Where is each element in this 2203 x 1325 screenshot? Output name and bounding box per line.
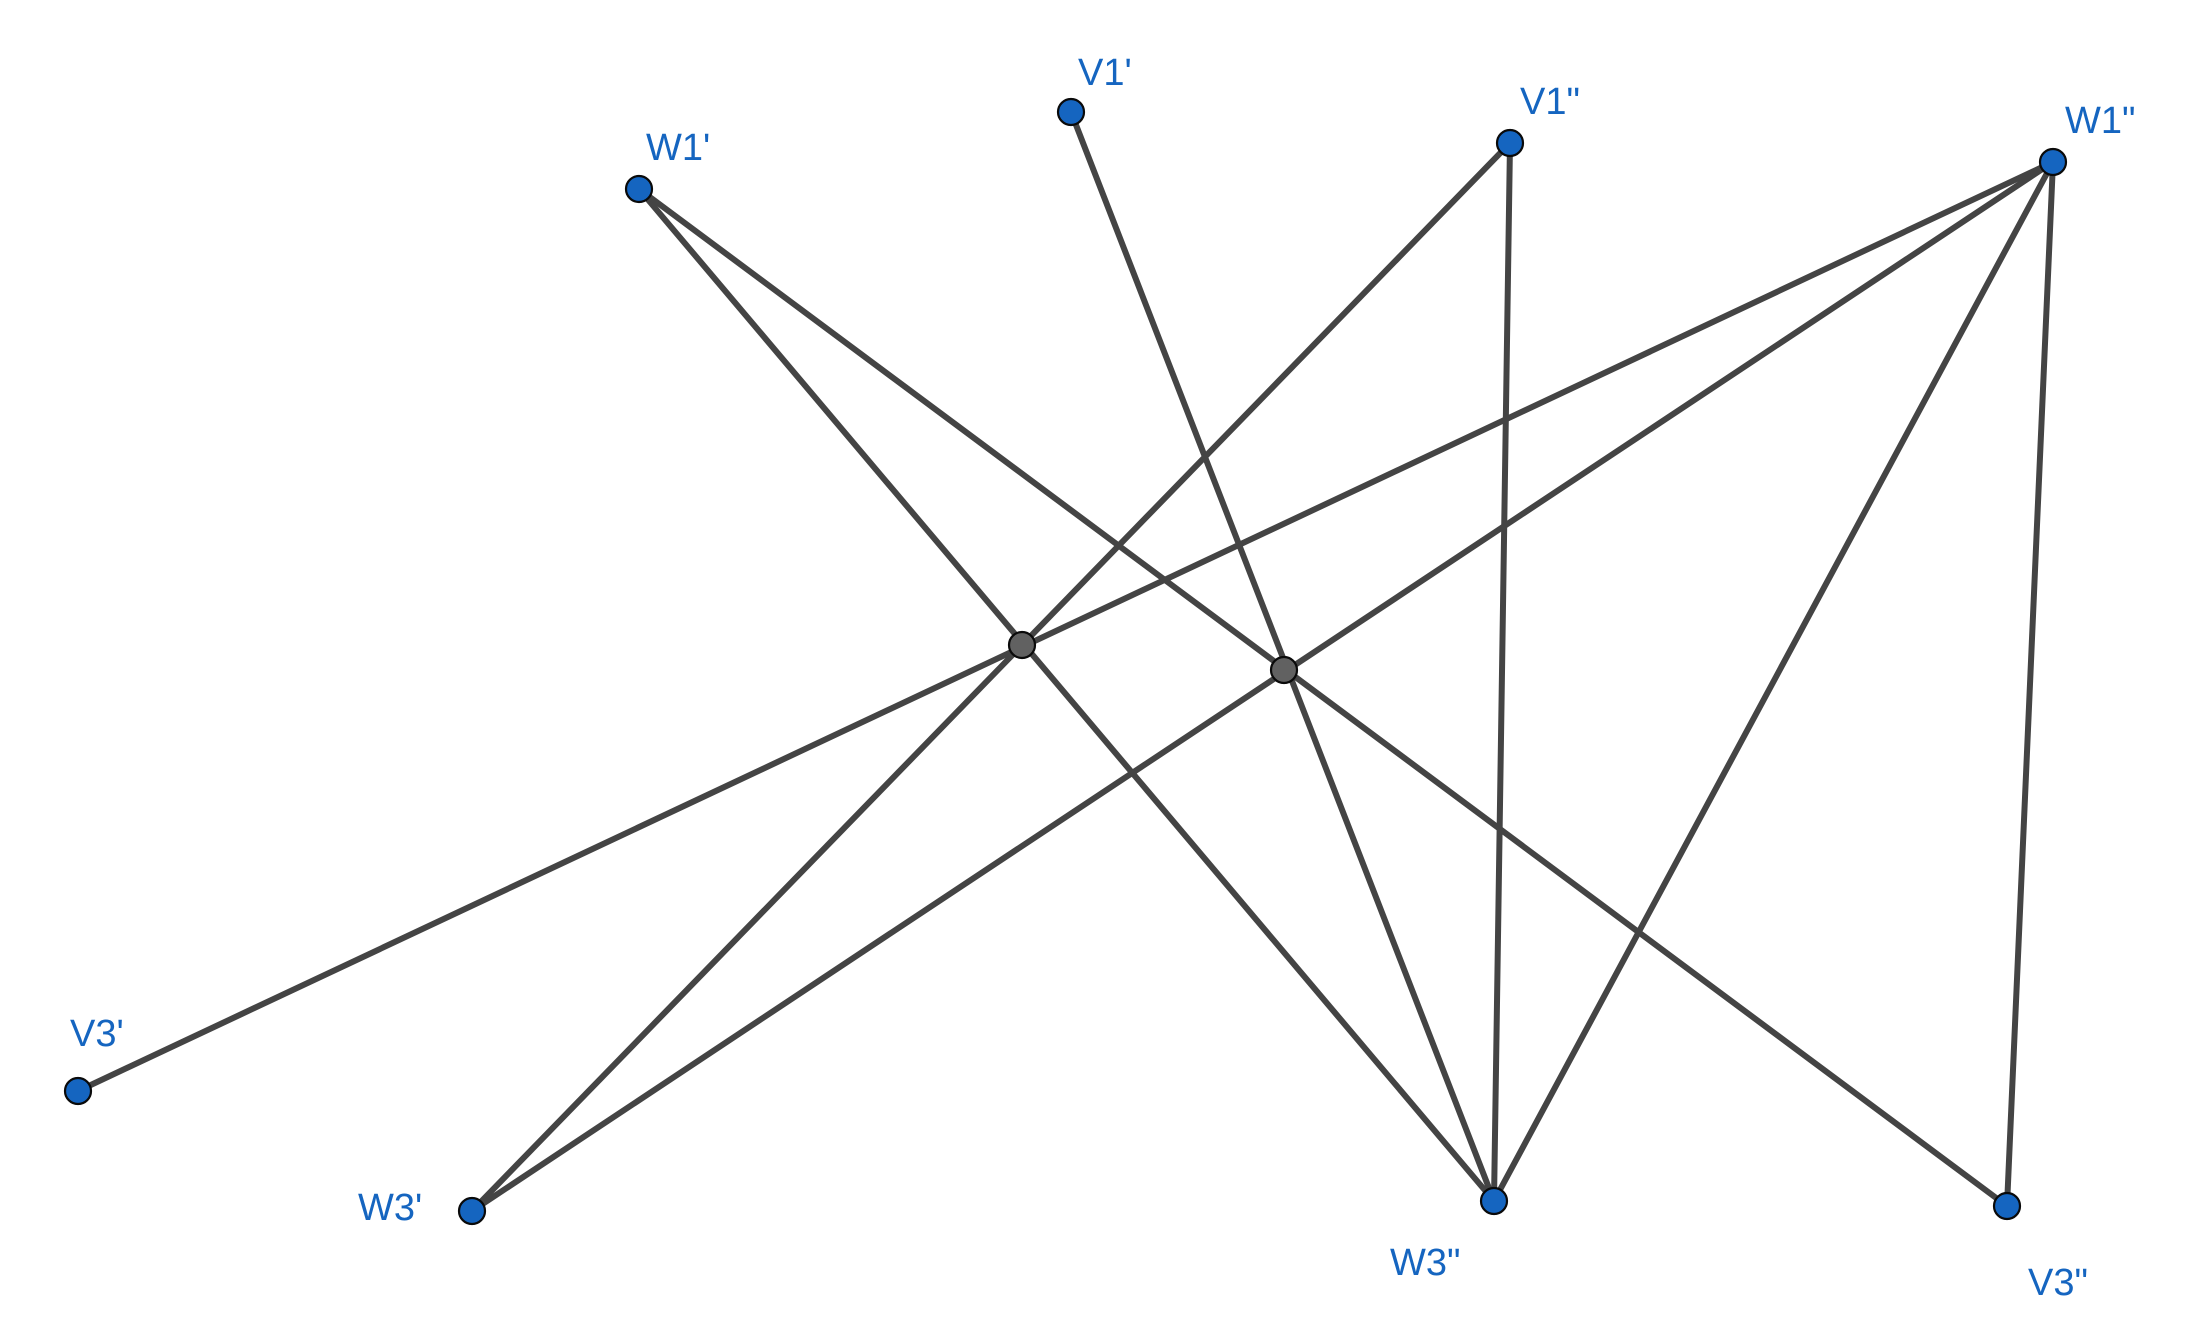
segment-v1-double-prime-to-w3-prime[interactable] [469,140,1513,1214]
point-v3-double-prime[interactable] [1992,1191,2022,1221]
segments-layer [75,109,2056,1214]
point-w1-double-prime[interactable] [2038,147,2068,177]
point-w1-prime[interactable] [624,174,654,204]
segment-v1-double-prime-to-w3-double-prime[interactable] [1491,140,1513,1204]
point-w3-double-prime[interactable] [1479,1186,1509,1216]
point-label-w3-double-prime: W3" [1390,1242,1461,1284]
point-intersection-2[interactable] [1269,655,1299,685]
point-label-v3-double-prime: V3" [2028,1262,2088,1304]
point-label-v1-double-prime: V1" [1520,81,1580,123]
point-v3-prime[interactable] [63,1076,93,1106]
segment-w1-double-prime-to-w3-double-prime[interactable] [1491,159,2056,1204]
point-label-w1-double-prime: W1" [2065,100,2136,142]
points-layer [63,97,2068,1226]
labels-layer: W1' V1' V1" W1" V3' W3' W3" V3" [70,52,2136,1304]
point-w3-prime[interactable] [457,1196,487,1226]
segment-w1-double-prime-to-v3-double-prime[interactable] [2004,159,2056,1209]
segment-w1-double-prime-to-w3-prime[interactable] [469,159,2056,1214]
point-v1-double-prime[interactable] [1495,128,1525,158]
point-intersection-1[interactable] [1007,630,1037,660]
segment-w1-double-prime-to-v3-prime[interactable] [75,159,2056,1094]
point-label-w3-prime: W3' [358,1187,422,1229]
point-label-v3-prime: V3' [70,1013,124,1055]
segment-w1-prime-to-v3-double-prime[interactable] [636,186,2010,1209]
segment-w1-prime-to-w3-double-prime[interactable] [636,186,1497,1204]
point-label-v1-prime: V1' [1078,52,1132,94]
point-label-w1-prime: W1' [646,127,710,169]
point-v1-prime[interactable] [1056,97,1086,127]
